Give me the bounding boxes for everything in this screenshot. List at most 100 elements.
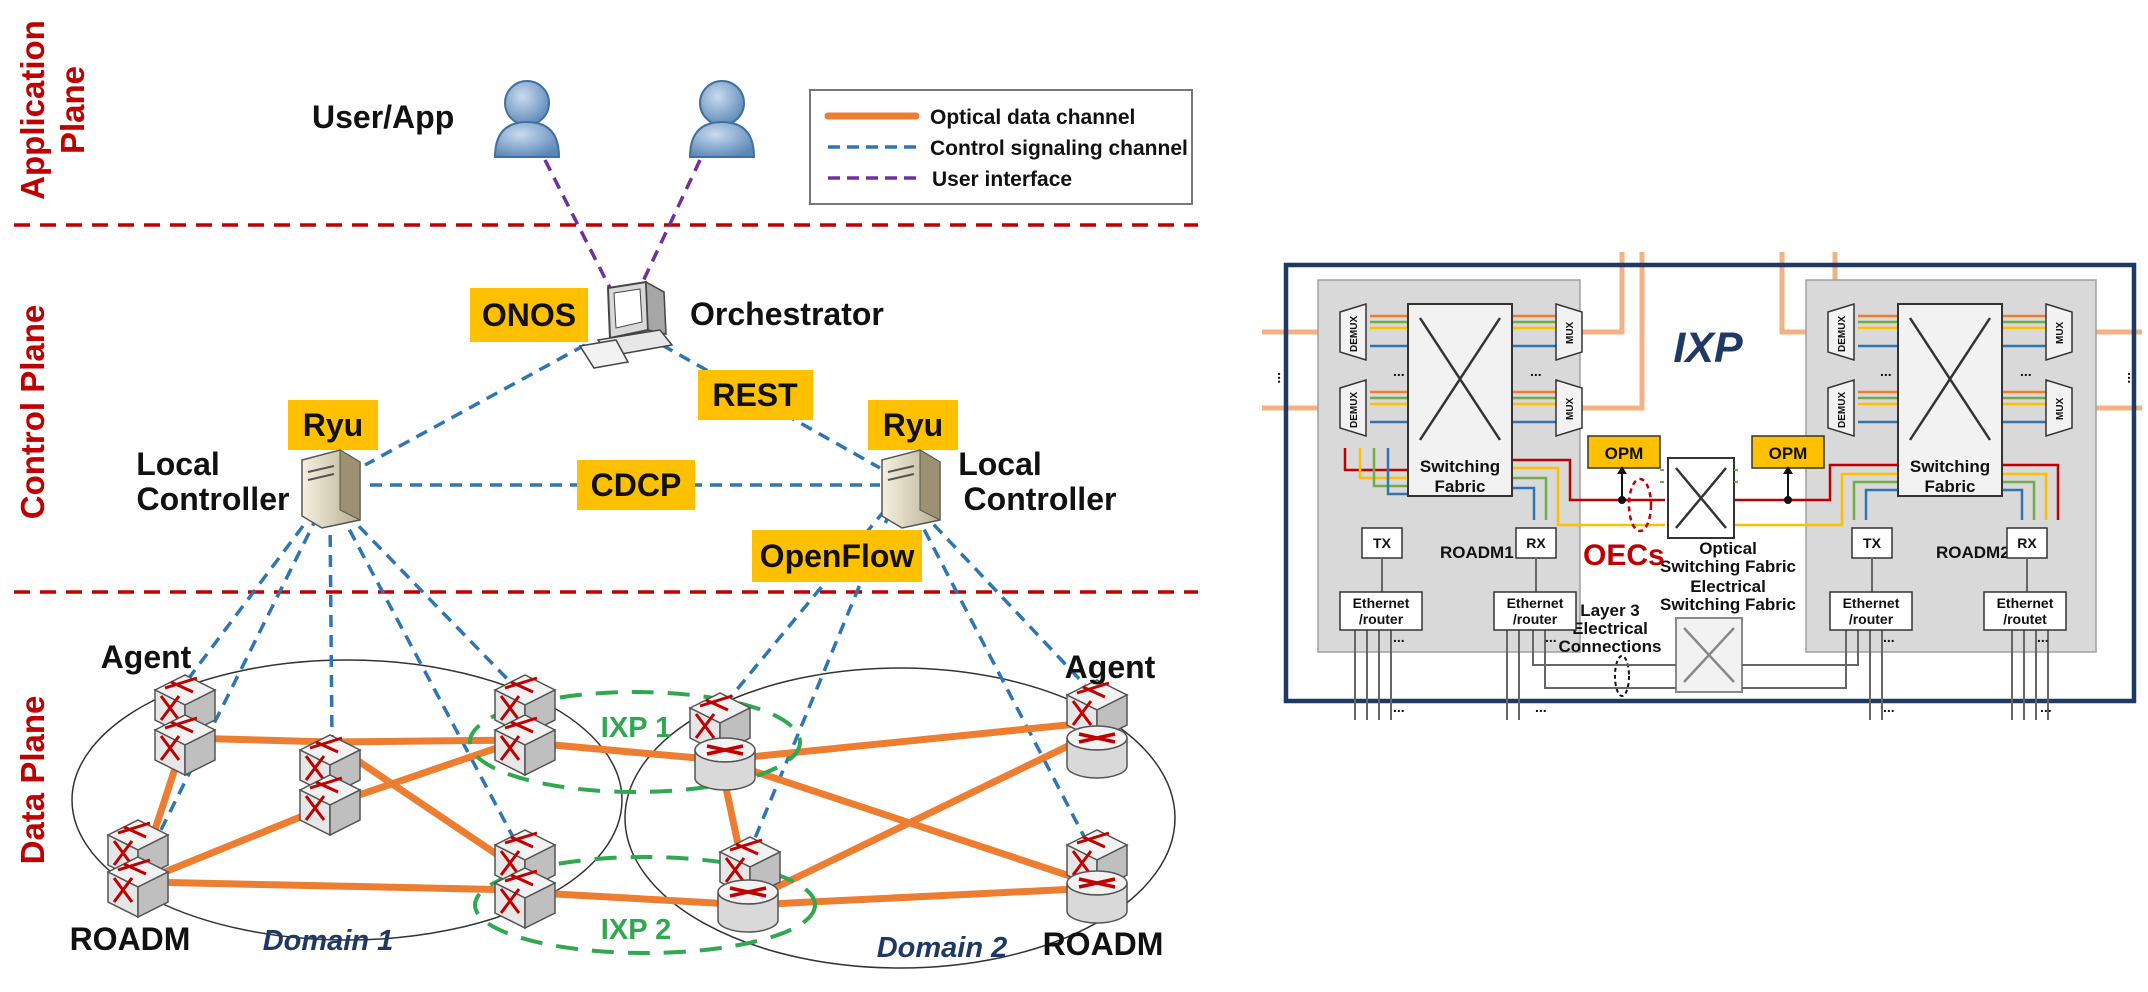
roadm-label-left: ROADM <box>70 921 191 957</box>
agent-label-right: Agent <box>1065 649 1156 685</box>
roadm1-mux-bottom: MUX <box>1555 378 1583 438</box>
user-icon-2 <box>688 80 756 158</box>
agent-label-left: Agent <box>101 639 192 675</box>
ixp2-label: IXP 2 <box>601 914 671 946</box>
local-controller-right-line1: Local <box>958 446 1042 482</box>
svg-text:Switching: Switching <box>1910 457 1990 476</box>
legend-optical-label: Optical data channel <box>930 106 1135 129</box>
svg-text:...: ... <box>1883 629 1895 645</box>
cdcp-tag: CDCP <box>577 460 695 510</box>
oecs-ellipse <box>1627 477 1653 533</box>
svg-text:DEMUX: DEMUX <box>1349 392 1360 428</box>
svg-text:...: ... <box>1393 699 1405 715</box>
roadm2-label: ROADM2 <box>1936 543 2010 562</box>
ixp2-ellipse <box>473 855 817 955</box>
svg-text:MUX: MUX <box>2055 397 2066 420</box>
electrical-lines <box>1354 558 2049 720</box>
svg-text:DEMUX: DEMUX <box>1349 316 1360 352</box>
svg-text:MUX: MUX <box>1565 321 1576 344</box>
control-signaling-lines <box>150 343 1092 856</box>
svg-text:...: ... <box>1275 372 1291 384</box>
svg-text:...: ... <box>1530 363 1542 379</box>
layer3-ellipse <box>1614 655 1630 697</box>
electrical-switching-fabric: Electrical Switching Fabric <box>1660 577 1796 693</box>
legend-user-label: User interface <box>932 168 1072 191</box>
local-controller-right-line2: Controller <box>964 481 1117 517</box>
svg-text:DEMUX: DEMUX <box>1837 392 1848 428</box>
openflow-tag: OpenFlow <box>752 530 922 582</box>
local-controller-left-line2: Controller <box>137 481 290 517</box>
ryu-tag-left: Ryu <box>288 400 378 450</box>
roadm-label-right: ROADM <box>1043 926 1164 962</box>
roadm2-demux-top: DEMUX <box>1827 302 1855 362</box>
optical-links <box>141 718 1101 909</box>
svg-text:RX: RX <box>2017 535 2037 551</box>
svg-text:ONOS: ONOS <box>482 297 576 333</box>
svg-text:...: ... <box>2037 629 2049 645</box>
orchestrator-label: Orchestrator <box>690 296 884 332</box>
tx-box-right: TX <box>1851 527 1893 559</box>
rx-box-left: RX <box>1515 527 1557 559</box>
layer3-label-line2: Electrical <box>1572 619 1648 638</box>
domain2-ellipse <box>624 667 1176 969</box>
ethernet-router-box-1: Ethernet /router <box>1339 591 1423 631</box>
svg-text:Data Plane: Data Plane <box>14 696 51 865</box>
ethernet-router-box-3: Ethernet /router <box>1829 591 1913 631</box>
roadm2-demux-bottom: DEMUX <box>1827 378 1855 438</box>
svg-text:OpenFlow: OpenFlow <box>760 538 915 574</box>
svg-text:Switching: Switching <box>1420 457 1500 476</box>
svg-text:Application: Application <box>14 20 51 200</box>
roadm1-mux-top: MUX <box>1555 302 1583 362</box>
ethernet-router-box-4: Ethernet /routet <box>1983 591 2067 631</box>
legend: Optical data channel Control signaling c… <box>809 89 1193 205</box>
svg-text:TX: TX <box>1373 535 1392 551</box>
domain1-ellipse <box>71 659 623 941</box>
svg-text:Fabric: Fabric <box>1434 477 1485 496</box>
ixp1-ellipse <box>468 690 802 794</box>
svg-text:Fabric: Fabric <box>1924 477 1975 496</box>
svg-text:OPM: OPM <box>1605 444 1644 463</box>
ixp1-router-node <box>693 736 757 792</box>
router-node-bottom-right <box>1065 869 1129 925</box>
svg-text:CDCP: CDCP <box>591 467 682 503</box>
roadm2-switching-fabric: Switching Fabric <box>1897 303 2003 497</box>
svg-text:...: ... <box>2020 363 2032 379</box>
optical-switching-fabric: Optical Switching Fabric <box>1660 457 1796 576</box>
svg-text:Ethernet: Ethernet <box>1507 595 1564 611</box>
roadm1-demux-top: DEMUX <box>1339 302 1367 362</box>
svg-text:/routet: /routet <box>2003 611 2047 627</box>
svg-text:Control Plane: Control Plane <box>14 305 51 520</box>
roadm1-demux-bottom: DEMUX <box>1339 378 1367 438</box>
svg-text:Ethernet: Ethernet <box>1353 595 1410 611</box>
opm-box-left: OPM <box>1587 435 1661 504</box>
svg-text:Ryu: Ryu <box>883 407 943 443</box>
svg-text:RX: RX <box>1526 535 1546 551</box>
user-app-label: User/App <box>312 99 454 135</box>
svg-text:...: ... <box>1535 699 1547 715</box>
opm-box-right: OPM <box>1751 435 1825 504</box>
svg-text:Optical: Optical <box>1699 539 1757 558</box>
ryu-tag-right: Ryu <box>868 400 958 450</box>
domain2-label: Domain 2 <box>877 932 1008 964</box>
application-plane-label: Application Plane <box>14 20 91 200</box>
svg-text:...: ... <box>1880 363 1892 379</box>
roadm2-wavelength-lines <box>1735 314 2060 527</box>
orchestrator-computer-icon <box>578 280 674 369</box>
svg-text:...: ... <box>1393 629 1405 645</box>
svg-text:Ryu: Ryu <box>303 407 363 443</box>
ixp-detail-figure: IXP ROADM1 ROADM2 <box>1262 252 2142 720</box>
svg-text:...: ... <box>1393 363 1405 379</box>
ixp-frame <box>1283 262 2137 704</box>
svg-text:...: ... <box>1545 629 1557 645</box>
roadm1-switching-fabric: Switching Fabric <box>1407 303 1513 497</box>
local-controller-server-left <box>301 449 361 529</box>
tx-box-left: TX <box>1361 527 1403 559</box>
svg-text:OPM: OPM <box>1769 444 1808 463</box>
roadm1-wavelength-lines <box>1343 314 1665 527</box>
svg-text:TX: TX <box>1863 535 1882 551</box>
onos-tag: ONOS <box>470 288 588 342</box>
oecs-label: OECs <box>1583 539 1665 572</box>
user-interface-line-1 <box>543 159 614 293</box>
